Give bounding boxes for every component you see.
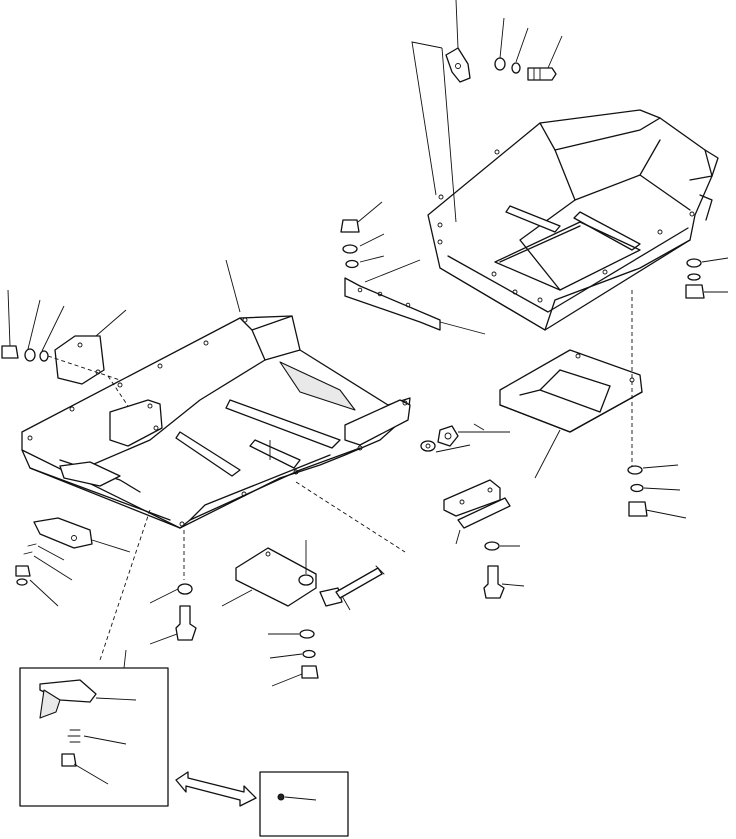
- lower-center-hardware: [268, 629, 319, 687]
- double-arrow: [175, 771, 257, 807]
- upper-bracket-assembly: [411, 0, 563, 223]
- center-nut-washer: [420, 423, 510, 453]
- reference-inset: [259, 771, 349, 837]
- rear-strip-plate: [344, 259, 486, 335]
- inspection-cover-plate: [499, 290, 643, 479]
- small-lid-plate: [221, 481, 406, 607]
- front-undercover: [21, 259, 411, 529]
- rear-undercover: [427, 109, 719, 331]
- lever-plate: [15, 509, 151, 661]
- rear-right-hardware: [685, 257, 729, 299]
- rear-left-hardware: [340, 201, 385, 269]
- left-hardware: [1, 289, 121, 381]
- left-bracket-plate: [54, 309, 163, 447]
- cover-right-hardware: [627, 464, 687, 519]
- long-stud-bolt: [319, 565, 385, 611]
- detail-inset: [19, 649, 169, 807]
- center-bottom-hardware: [149, 530, 197, 645]
- hinge-bracket: [443, 479, 525, 599]
